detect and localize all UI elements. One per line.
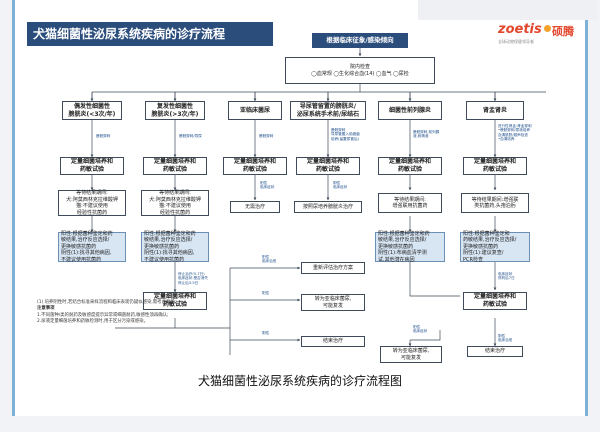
node-sporadic-cystitis: 偶发性细菌性 膀胱炎(<3次/年) (62, 101, 122, 120)
edge-label-13: 临床症状 停药后7日 (498, 272, 515, 281)
node-treat-as-cystitis: 按照尿培养膀胱炎治疗 (294, 201, 362, 213)
node-subclinical-bacteriuria: 亚临床菌尿 (228, 101, 282, 120)
node-subclinical-relapse-2: 转为亚临床菌尿, 可能复发 (380, 346, 442, 363)
node-waiting-5: 等待结果期间: 增强联用抗菌药 (378, 193, 442, 213)
node-waiting-2: 等待结果期间: 犬:阿莫西林克拉维酸钾 猫:不建议使用 经验性抗菌药 (141, 190, 209, 216)
node-recurrent-cystitis: 复发性细菌性 膀胱炎(>3次/年) (145, 101, 205, 120)
figure-caption: 犬猫细菌性泌尿系统疾病的诊疗流程图 (197, 374, 402, 388)
edge-label-1: 膀胱穿刺 (96, 134, 111, 138)
edge-label-2: 膀胱穿刺/导尿 (179, 134, 202, 138)
node-result-2: 阳性:根据菌种鉴定和药 敏结果,治疗反应选择/ 更换敏感抗菌药 阴性(1):找寻… (141, 231, 209, 263)
node-culture-4: 定量细菌培养和 药敏试验 (296, 157, 360, 175)
logo-mark-icon (544, 25, 551, 32)
watermark-strip (418, 0, 598, 20)
node-culture-2: 定量细菌培养和 药敏试验 (143, 157, 207, 175)
node-end-treatment-2: 结束治疗 (467, 346, 523, 357)
node-pyelonephritis: 肾盂肾炎 (466, 101, 524, 120)
node-catheter-cystitis: 导尿管留置的膀胱炎/ 泌尿系统手术前/尿结石 (290, 101, 366, 120)
edge-label-9: 停止治疗(5-7日) 临床症状:是否消失 停止后3-5日 (178, 272, 208, 285)
node-result-5: 阳性:根据菌种鉴定和药 敏结果,治疗反应选择/ 更换敏感抗菌药 阴性(1):布病… (375, 231, 445, 263)
node-result-6: 阳性:根据菌种鉴定和 药敏结果,治疗反应选择/ 更换敏感抗菌药 阴性(1):建议… (460, 231, 530, 263)
footnote-heading: 注意事项 (37, 306, 55, 312)
node-waiting-6: 等待结果期间:增强联 类抗菌药,头孢泊肟 (461, 193, 529, 213)
node-in-clinic-tests: 院内检查 ◯血常规 ◯生化综合血(14) ◯血气 ◯尿检 (285, 57, 435, 84)
edge-label-8: 阴性 临床症状 (333, 181, 348, 190)
page-title: 犬猫细菌性泌尿系统疾病的诊疗流程 (27, 22, 273, 46)
edge-label-6: 进行性肾盂:肾盂穿刺 •膀胱穿刺/尿液培养 血清肌酐/超声检查 •血清培养 (498, 124, 532, 142)
node-culture-5: 定量细菌培养和 药敏试验 (378, 157, 442, 175)
node-culture-1: 定量细菌培养和 药敏试验 (60, 157, 124, 175)
footnotes: (1) 培养阴性时,若结合标准采样流程和临床表现仍疑似感染,需考虑复检。 注意事… (37, 300, 262, 350)
node-no-treatment: 无需治疗 (230, 201, 280, 213)
footnote-2: 1.不同菌种/类的耐药及敏感度提示异常或细菌耐药,敏感性须再确认; (37, 312, 169, 318)
edge-label-7: 阳性 临床症状 (260, 181, 275, 190)
edge-label-11: 阳性 (262, 291, 270, 295)
edge-label-3: 膀胱穿刺 (259, 134, 274, 138)
logo-tagline: 全球动物保健领导者 (498, 39, 534, 44)
edge-label-5: 膀胱穿刺,前列腺 液,射精液 (413, 130, 440, 139)
edge-label-12: 阴性 (262, 331, 270, 335)
edge-label-4: 膀胱穿刺 导尿管置入前细菌 培养(留置尿管后) (331, 128, 360, 141)
node-clinical-signs: 根据临床征象/感染倾向 (312, 33, 408, 48)
edge-label-10: 阳性 临床治愈 (262, 255, 277, 264)
node-culture-3: 定量细菌培养和 药敏试验 (223, 157, 287, 175)
node-culture-7: 定量细菌培养和 药敏试验 (143, 292, 207, 310)
node-culture-8: 定量细菌培养和 药敏试验 (463, 292, 527, 310)
node-subclinical-relapse-1: 转为亚临床菌尿, 可能复发 (301, 294, 365, 311)
node-reevaluate: 重新评估治疗方案 (301, 262, 365, 274)
footnote-3: 2.尿液定量细菌培养和药敏检测时,用于区分污染或感染。 (37, 319, 148, 325)
footnote-1: (1) 培养阴性时,若结合标准采样流程和临床表现仍疑似感染,需考虑复检。 (37, 300, 180, 305)
node-waiting-1: 等待结果期间: 犬:阿莫西林克拉维酸钾 猫:不建议使用 经验性抗菌药 (58, 190, 126, 216)
logo-brand-cn: 硕腾 (552, 25, 574, 38)
zoetis-logo: zoetis 硕腾 全球动物保健领导者 (498, 22, 588, 56)
node-result-1: 阳性:根据菌种鉴定和药 敏结果,治疗反应选择/ 更换敏感抗菌药 阴性(1):找寻… (58, 231, 126, 263)
node-prostatitis: 细菌性前列腺炎 (378, 101, 442, 120)
edge-label-14: 阳性 临床症状 (413, 325, 428, 334)
logo-brand: zoetis (498, 22, 542, 37)
node-end-treatment-1: 结束治疗 (301, 336, 365, 347)
edge-label-15: 阴性 临床治愈 (498, 334, 513, 343)
node-culture-6: 定量细菌培养和 药敏试验 (463, 157, 527, 175)
